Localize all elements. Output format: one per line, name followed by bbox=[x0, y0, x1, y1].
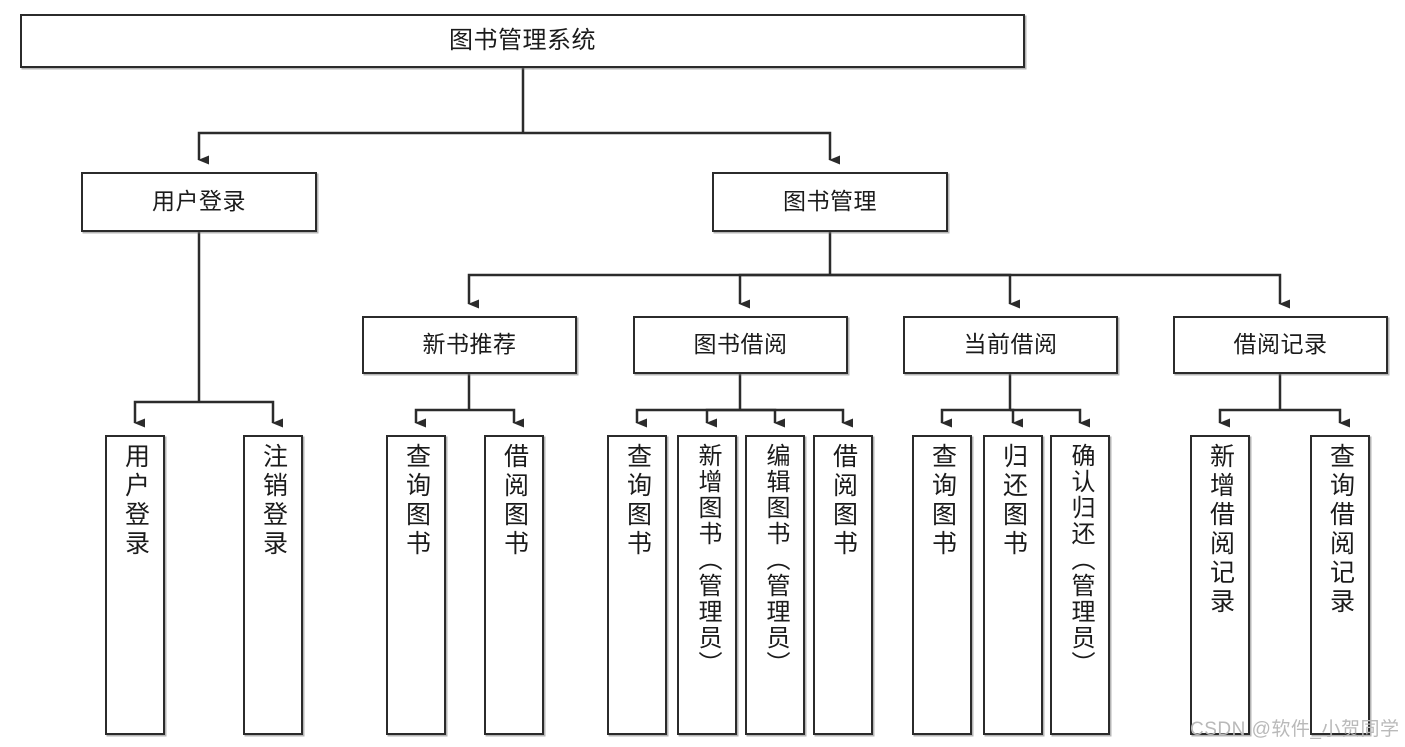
node-new_book_rec[interactable]: 新书推荐 bbox=[362, 316, 577, 374]
edge-borrow_record-to-leaf_add_record bbox=[1218, 408, 1280, 428]
node-label: 确认归还（管理员） bbox=[1067, 443, 1094, 677]
edge-book_mgmt-to-borrow_record bbox=[830, 273, 1290, 309]
edge-user_login-to-leaf_logout bbox=[199, 400, 283, 428]
node-leaf_query_book_3[interactable]: 查询图书 bbox=[912, 435, 972, 735]
watermark-label: CSDN @软件_小贺同学 bbox=[1190, 719, 1400, 740]
node-label: 借阅图书 bbox=[829, 443, 858, 559]
node-label: 归还图书 bbox=[999, 443, 1028, 559]
node-label: 借阅记录 bbox=[1233, 331, 1328, 358]
edge-book_borrow-to-leaf_add_book bbox=[705, 408, 740, 428]
edge-new_book_rec-to-leaf_borrow_book_1 bbox=[469, 408, 524, 428]
edge-root-to-book_mgmt bbox=[523, 131, 840, 165]
node-label: 查询图书 bbox=[402, 443, 431, 559]
node-leaf_edit_book[interactable]: 编辑图书（管理员） bbox=[745, 435, 805, 735]
edge-current_borrow-to-leaf_return_book bbox=[1010, 408, 1023, 428]
node-label: 新增图书（管理员） bbox=[694, 443, 721, 677]
edge-book_mgmt-to-new_book_rec bbox=[467, 273, 830, 309]
node-label: 图书借阅 bbox=[693, 331, 788, 358]
node-current_borrow[interactable]: 当前借阅 bbox=[903, 316, 1118, 374]
edge-book_borrow-to-leaf_query_book_2 bbox=[635, 408, 740, 428]
node-label: 用户登录 bbox=[152, 188, 246, 215]
node-label: 借阅图书 bbox=[500, 443, 529, 559]
node-leaf_logout[interactable]: 注销登录 bbox=[243, 435, 303, 735]
node-label: 查询图书 bbox=[928, 443, 957, 559]
node-label: 当前借阅 bbox=[963, 331, 1058, 358]
edge-book_borrow-to-leaf_edit_book bbox=[740, 408, 785, 428]
node-label: 图书管理 bbox=[783, 188, 877, 215]
node-label: 查询图书 bbox=[623, 443, 652, 559]
node-label: 注销登录 bbox=[259, 443, 288, 559]
node-label: 编辑图书（管理员） bbox=[762, 443, 789, 677]
edge-book_mgmt-to-current_borrow bbox=[830, 273, 1020, 309]
node-label: 图书管理系统 bbox=[449, 26, 596, 54]
edge-book_mgmt-to-book_borrow bbox=[738, 273, 830, 309]
node-leaf_user_login[interactable]: 用户登录 bbox=[105, 435, 165, 735]
edge-current_borrow-to-leaf_confirm_return bbox=[1010, 408, 1090, 428]
node-leaf_borrow_book_1[interactable]: 借阅图书 bbox=[484, 435, 544, 735]
edge-user_login-to-leaf_user_login bbox=[133, 400, 199, 428]
node-label: 新书推荐 bbox=[422, 331, 517, 358]
edge-current_borrow-to-leaf_query_book_3 bbox=[940, 408, 1010, 428]
node-user_login[interactable]: 用户登录 bbox=[81, 172, 317, 232]
node-borrow_record[interactable]: 借阅记录 bbox=[1173, 316, 1388, 374]
edge-book_borrow-to-leaf_borrow_book_2 bbox=[740, 408, 853, 428]
node-book_mgmt[interactable]: 图书管理 bbox=[712, 172, 948, 232]
node-leaf_return_book[interactable]: 归还图书 bbox=[983, 435, 1043, 735]
node-label: 用户登录 bbox=[121, 443, 150, 559]
node-leaf_query_book_2[interactable]: 查询图书 bbox=[607, 435, 667, 735]
node-leaf_add_book[interactable]: 新增图书（管理员） bbox=[677, 435, 737, 735]
node-leaf_query_book_1[interactable]: 查询图书 bbox=[386, 435, 446, 735]
node-leaf_confirm_return[interactable]: 确认归还（管理员） bbox=[1050, 435, 1110, 735]
node-label: 新增借阅记录 bbox=[1206, 443, 1235, 617]
edge-borrow_record-to-leaf_query_record bbox=[1280, 408, 1350, 428]
edge-new_book_rec-to-leaf_query_book_1 bbox=[414, 408, 469, 428]
node-book_borrow[interactable]: 图书借阅 bbox=[633, 316, 848, 374]
node-label: 查询借阅记录 bbox=[1326, 443, 1355, 617]
edge-root-to-user_login bbox=[197, 131, 523, 165]
node-leaf_borrow_book_2[interactable]: 借阅图书 bbox=[813, 435, 873, 735]
node-leaf_add_record[interactable]: 新增借阅记录 bbox=[1190, 435, 1250, 735]
node-leaf_query_record[interactable]: 查询借阅记录 bbox=[1310, 435, 1370, 735]
node-root[interactable]: 图书管理系统 bbox=[20, 14, 1025, 68]
